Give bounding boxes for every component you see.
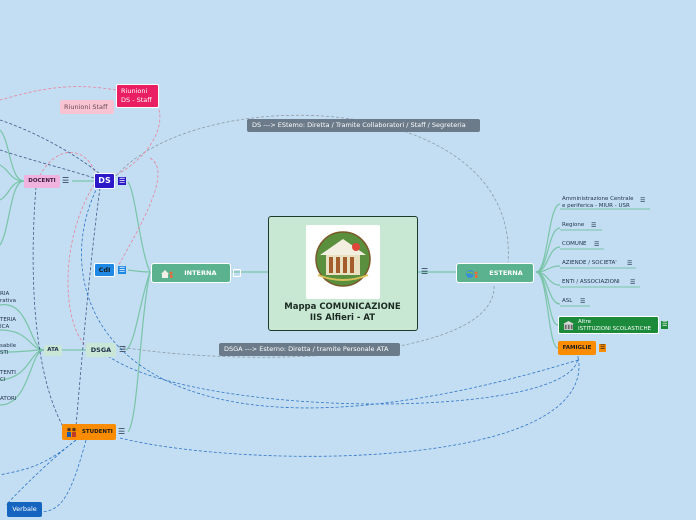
esterna-child-asl[interactable]: ASL (562, 298, 573, 304)
esterna-child-regione[interactable]: Regione (562, 222, 585, 228)
docenti-node[interactable]: DOCENTI (24, 175, 60, 188)
central-node[interactable]: Mappa COMUNICAZIONE IIS Alfieri - AT (268, 216, 418, 331)
aziende-menu-icon[interactable]: ☰ (627, 260, 633, 267)
students-icon (66, 427, 77, 437)
riunioni-staff-node[interactable]: Riunioni Staff (60, 100, 114, 114)
link-riunioni-ds (117, 97, 161, 175)
riunioni-ds-staff-line2: DS - Staff (121, 96, 152, 104)
central-menu-icon[interactable]: ☰ (421, 267, 429, 276)
branch-interna-ds (127, 181, 151, 273)
link-ds-esterna (115, 114, 509, 263)
building-icon (563, 321, 574, 330)
dsga-label: DSGA (90, 346, 112, 354)
left-label-5: sabile (0, 343, 17, 349)
riunioni-ds-staff-line1: Riunioni (121, 87, 148, 95)
branch-interna-dsga (125, 271, 151, 351)
cdi-label: CdI (98, 266, 111, 274)
regione-menu-icon[interactable]: ☰ (591, 222, 597, 229)
esterna-node[interactable]: ESTERNA (456, 263, 534, 283)
esterna-child-comune[interactable]: COMUNE (562, 241, 587, 247)
school-logo (306, 225, 380, 299)
ata-node[interactable]: ATA (44, 345, 62, 356)
verbale-node[interactable]: Verbale (7, 502, 42, 517)
docenti-menu-icon[interactable]: ☰ (62, 176, 70, 185)
house-people-icon (160, 268, 174, 278)
globe-people-icon (465, 268, 479, 278)
altre-istituzioni-node[interactable]: Altre ISTITUZIONI SCOLASTICHE (558, 316, 659, 334)
studenti-label: STUDENTI (81, 429, 113, 435)
left-label-7: TENTI (0, 370, 16, 376)
central-title-line1: Mappa COMUNICAZIONE (284, 302, 401, 312)
ata-label: ATA (47, 347, 59, 353)
left-label-8: CI (0, 377, 6, 383)
esterna-child-aziende[interactable]: AZIENDE / SOCIETA' (562, 260, 617, 266)
studenti-menu-icon[interactable]: ☰ (118, 427, 126, 436)
dsga-node[interactable]: DSGA (86, 343, 116, 357)
note-ds-esterno[interactable]: DS ---> EStemo: Diretta / Tramite Collab… (247, 119, 480, 132)
left-label-3: TERIA (0, 317, 17, 323)
branch-docenti-left (0, 129, 25, 182)
dsga-menu-icon[interactable]: ☰ (119, 345, 127, 354)
branch-interna-cdi (127, 269, 151, 273)
famiglie-node[interactable]: FAMIGLIE (558, 341, 596, 355)
miur-menu-icon[interactable]: ☰ (640, 197, 646, 204)
comune-menu-icon[interactable]: ☰ (594, 241, 600, 248)
docenti-label: DOCENTI (28, 178, 56, 184)
ds-node[interactable]: DS (94, 173, 115, 189)
central-title-line2: IIS Alfieri - AT (309, 313, 376, 323)
altre-line1: Altre (578, 319, 591, 325)
studenti-node[interactable]: STUDENTI (62, 424, 116, 440)
verbale-label: Verbale (12, 505, 37, 513)
branch-esterna-children (535, 203, 561, 273)
riunioni-ds-staff-node[interactable]: Riunioni DS - Staff (116, 84, 159, 108)
interna-menu-icon[interactable] (233, 269, 241, 277)
famiglie-label: FAMIGLIE (562, 345, 592, 351)
left-label-1: RIA (0, 291, 10, 297)
ds-label: DS (98, 176, 111, 185)
interna-node[interactable]: INTERNA (151, 263, 231, 283)
interna-label: INTERNA (184, 269, 217, 277)
note-dsga-esterno[interactable]: DSGA ---> Esterno: Diretta / tramite Per… (219, 343, 400, 356)
altre-line2: ISTITUZIONI SCOLASTICHE (578, 326, 652, 332)
asl-menu-icon[interactable]: ☰ (580, 298, 586, 305)
link-studenti-famiglie (119, 355, 580, 457)
cdi-node[interactable]: CdI (94, 263, 115, 277)
left-label-9: ATORI (0, 396, 17, 402)
enti-menu-icon[interactable]: ☰ (630, 279, 636, 286)
ds-menu-icon[interactable]: ☰ (118, 177, 127, 185)
left-label-2: rativa (0, 298, 16, 304)
left-label-6: STI (0, 350, 9, 356)
riunioni-staff-label: Riunioni Staff (64, 103, 108, 111)
esterna-child-miur[interactable]: Amministrazione Centrale e periferica - … (562, 196, 634, 209)
esterna-label: ESTERNA (489, 269, 523, 277)
left-label-4: ICA (0, 324, 10, 330)
branch-interna-studenti (127, 271, 151, 433)
esterna-child-enti[interactable]: ENTI / ASSOCIAZIONI (562, 279, 620, 285)
altre-menu-icon[interactable]: ☰ (661, 321, 669, 329)
famiglie-menu-icon[interactable]: ☰ (599, 344, 607, 352)
cdi-menu-icon[interactable]: ☰ (118, 266, 127, 274)
